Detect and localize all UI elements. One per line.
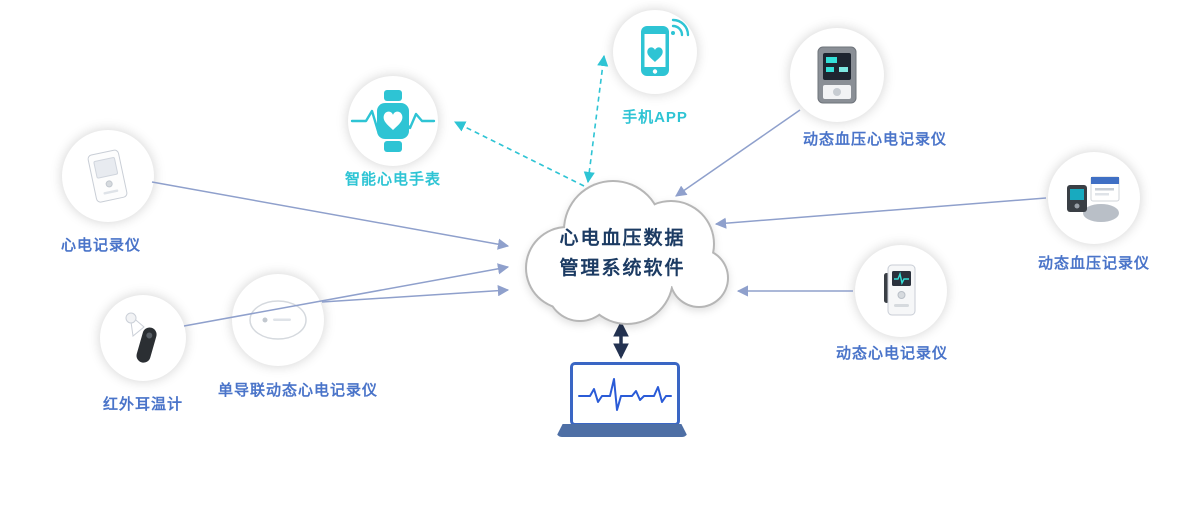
cloud-shape <box>525 180 729 325</box>
node-ecg-recorder <box>62 130 154 222</box>
holter-recorder-icon <box>884 264 916 316</box>
bp-monitor-label: 动态血压心电记录仪 <box>802 131 947 148</box>
node-holter <box>855 245 947 337</box>
laptop-waveform <box>578 378 672 411</box>
ecg-recorder-icon <box>87 149 128 203</box>
ecg-patch-label: 单导联动态心电记录仪 <box>218 382 379 399</box>
ecg-recorder-label: 心电记录仪 <box>60 237 141 254</box>
node-smartphone <box>613 10 697 94</box>
laptop-base <box>556 424 688 437</box>
bp-monitor-icon <box>817 46 857 104</box>
node-bp-monitor <box>790 28 884 122</box>
ecg-patch-icon <box>249 300 307 340</box>
cloud-title-line2: 管理系统软件 <box>559 258 686 279</box>
abpm-label: 动态血压记录仪 <box>1037 255 1150 272</box>
holter-label: 动态心电记录仪 <box>835 345 948 362</box>
ear-thermometer-label: 红外耳温计 <box>102 396 183 413</box>
node-smartwatch <box>348 76 438 166</box>
node-abpm <box>1048 152 1140 244</box>
smartwatch-icon <box>350 90 436 152</box>
node-ecg-patch <box>232 274 324 366</box>
ear-thermometer-icon <box>125 312 157 363</box>
smartphone-label: 手机APP <box>622 109 688 126</box>
node-ear-thermometer <box>100 295 186 381</box>
cloud-title: 心电血压数据 管理系统软件 <box>505 224 740 284</box>
smartphone-icon <box>641 18 690 76</box>
smartwatch-label: 智能心电手表 <box>344 171 441 188</box>
cloud-title-line1: 心电血压数据 <box>559 228 686 249</box>
laptop-ecg-icon <box>570 362 680 426</box>
abpm-device-icon <box>1067 176 1120 222</box>
